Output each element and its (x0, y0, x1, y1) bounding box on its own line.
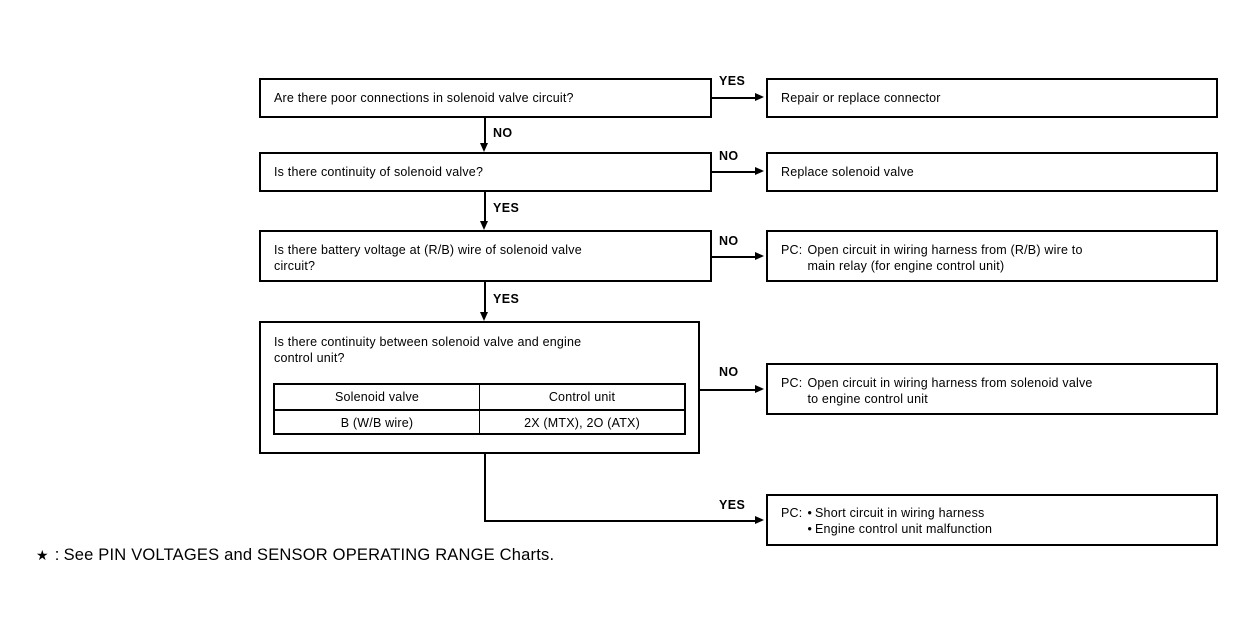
connector-q4-to-a4 (700, 389, 757, 391)
pin-assignment-table: Solenoid valve Control unit B (W/B wire)… (273, 383, 686, 435)
arrow-right-icon (755, 167, 764, 175)
answer-box-repair-connector[interactable]: Repair or replace connector (766, 78, 1218, 118)
footnote: ★:See PIN VOLTAGES and SENSOR OPERATING … (36, 546, 554, 565)
question-box-poor-connections[interactable]: Are there poor connections in solenoid v… (259, 78, 712, 118)
question-text-line2: circuit? (274, 259, 316, 273)
connector-q3-to-a3 (712, 256, 757, 258)
answer-bullet-2-text: Engine control unit malfunction (815, 522, 993, 536)
pc-label: PC: (781, 243, 803, 257)
edge-label-q3-no: NO (719, 234, 739, 248)
answer-box-open-circuit-main-relay[interactable]: PC: Open circuit in wiring harness from … (766, 230, 1218, 282)
edge-label-q2-yes: YES (493, 201, 520, 215)
arrow-right-icon (755, 385, 764, 393)
answer-bullet-1: •Short circuit in wiring harness (807, 505, 1208, 521)
question-text: Is there continuity between solenoid val… (274, 334, 690, 366)
edge-label-q2-no: NO (719, 149, 739, 163)
edge-label-q4-no: NO (719, 365, 739, 379)
bullet-icon: • (807, 522, 813, 536)
table-header-control-unit: Control unit (479, 385, 684, 411)
answer-bullet-2: •Engine control unit malfunction (807, 521, 1208, 537)
question-box-battery-voltage[interactable]: Is there battery voltage at (R/B) wire o… (259, 230, 712, 282)
answer-box-short-circuit-malfunction[interactable]: PC: •Short circuit in wiring harness •En… (766, 494, 1218, 546)
pc-label: PC: (781, 506, 803, 520)
edge-label-q4-yes: YES (719, 498, 746, 512)
footnote-separator: : (54, 546, 60, 564)
pc-body: Open circuit in wiring harness from sole… (807, 375, 1208, 407)
answer-bullet-1-text: Short circuit in wiring harness (815, 506, 985, 520)
table-cell-control-unit: 2X (MTX), 2O (ATX) (524, 416, 640, 430)
arrow-down-icon (480, 221, 488, 230)
answer-text: PC: •Short circuit in wiring harness •En… (781, 505, 1208, 537)
answer-text: Replace solenoid valve (781, 165, 914, 179)
arrow-down-icon (480, 312, 488, 321)
connector-q4-to-a5-horizontal (484, 520, 757, 522)
table-row: B (W/B wire) 2X (MTX), 2O (ATX) (275, 410, 684, 435)
asterisk-icon: ★ (36, 547, 49, 563)
pc-body: •Short circuit in wiring harness •Engine… (807, 505, 1208, 537)
answer-text: PC: Open circuit in wiring harness from … (781, 375, 1208, 407)
arrow-right-icon (755, 516, 764, 524)
edge-label-q1-no: NO (493, 126, 513, 140)
connector-q1-to-q2 (484, 118, 486, 145)
question-text: Is there continuity of solenoid valve? (274, 165, 484, 179)
question-text: Is there battery voltage at (R/B) wire o… (274, 242, 702, 274)
table-header-solenoid-valve: Solenoid valve (275, 385, 480, 411)
table-cell-solenoid-valve: B (W/B wire) (275, 410, 480, 435)
answer-box-open-circuit-ecu[interactable]: PC: Open circuit in wiring harness from … (766, 363, 1218, 415)
answer-text-line2: to engine control unit (807, 392, 928, 406)
answer-text: Repair or replace connector (781, 91, 941, 105)
connector-q1-to-a1 (712, 97, 757, 99)
footnote-text: See PIN VOLTAGES and SENSOR OPERATING RA… (63, 546, 555, 564)
arrow-right-icon (755, 252, 764, 260)
question-box-continuity-solenoid[interactable]: Is there continuity of solenoid valve? (259, 152, 712, 192)
connector-q4-to-a5-vertical (484, 454, 486, 522)
connector-q2-to-q3 (484, 192, 486, 223)
edge-label-q1-yes: YES (719, 74, 746, 88)
answer-text: PC: Open circuit in wiring harness from … (781, 242, 1208, 274)
pc-body: Open circuit in wiring harness from (R/B… (807, 242, 1208, 274)
bullet-icon: • (807, 506, 813, 520)
question-text: Are there poor connections in solenoid v… (274, 91, 574, 105)
answer-box-replace-solenoid[interactable]: Replace solenoid valve (766, 152, 1218, 192)
connector-q2-to-a2 (712, 171, 757, 173)
table-header-row: Solenoid valve Control unit (275, 385, 684, 411)
answer-text-line1: Open circuit in wiring harness from sole… (807, 376, 1093, 390)
question-box-continuity-valve-ecu[interactable]: Is there continuity between solenoid val… (259, 321, 700, 454)
answer-text-line2: main relay (for engine control unit) (807, 259, 1005, 273)
answer-text-line1: Open circuit in wiring harness from (R/B… (807, 243, 1083, 257)
connector-q3-to-q4 (484, 282, 486, 314)
arrow-down-icon (480, 143, 488, 152)
question-text-line2: control unit? (274, 351, 345, 365)
question-text-line1: Is there continuity between solenoid val… (274, 335, 582, 349)
edge-label-q3-yes: YES (493, 292, 520, 306)
question-text-line1: Is there battery voltage at (R/B) wire o… (274, 243, 582, 257)
pc-label: PC: (781, 376, 803, 390)
arrow-right-icon (755, 93, 764, 101)
